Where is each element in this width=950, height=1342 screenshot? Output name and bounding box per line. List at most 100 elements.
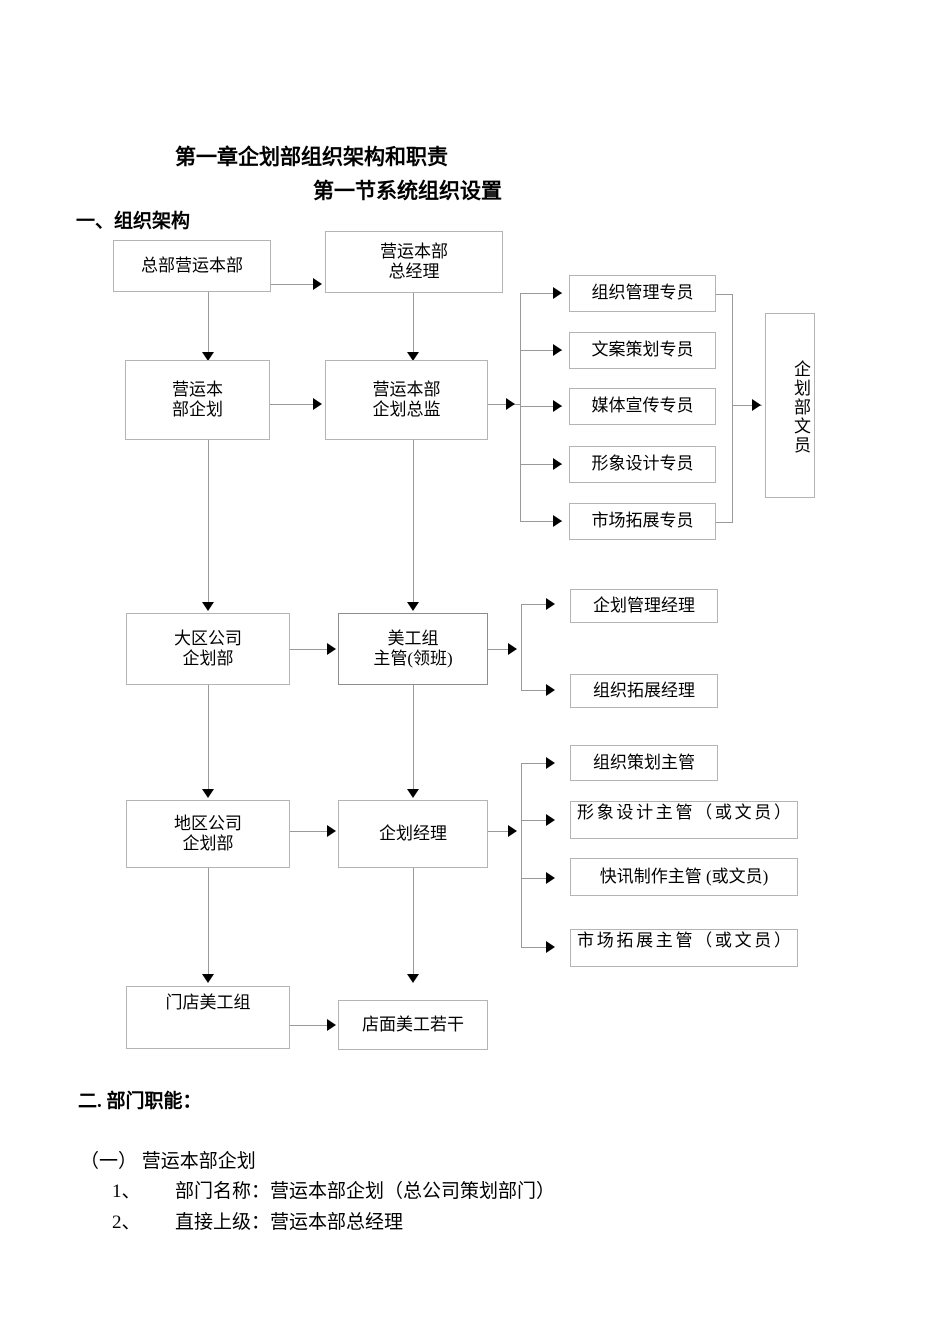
arrow-head-icon	[546, 684, 555, 696]
org-box-specialist-3: 形象设计专员	[569, 446, 716, 483]
org-box-label: 店面美工若干	[362, 1014, 464, 1034]
connector-line	[290, 831, 328, 832]
arrow-head-icon	[508, 643, 517, 655]
duty-item-text-0: 部门名称：营运本部企划（总公司策划部门）	[175, 1181, 556, 1202]
duties-group-label: （一） 营运本部企划	[80, 1151, 256, 1172]
org-box-operations-planning: 营运本 部企划	[125, 360, 270, 440]
connector-line	[521, 763, 553, 764]
connector-line	[413, 440, 414, 608]
arrow-head-icon	[327, 1019, 336, 1031]
org-box-label: 企划经理	[379, 823, 447, 843]
connector-trunk	[521, 763, 522, 947]
arrow-head-icon	[202, 789, 214, 798]
org-box-store-artists: 店面美工若干	[338, 1000, 488, 1050]
connector-line	[521, 878, 553, 879]
arrow-head-icon	[752, 399, 761, 411]
connector-line	[732, 405, 762, 406]
arrow-head-icon	[407, 789, 419, 798]
org-box-specialist-0: 组织管理专员	[569, 275, 716, 312]
arrow-head-icon	[553, 515, 562, 527]
connector-line	[521, 690, 553, 691]
org-box-tier4-report-1: 形象设计主管（或文员）	[570, 801, 798, 839]
org-box-specialist-1: 文案策划专员	[569, 332, 716, 369]
org-box-tier4-report-2: 快讯制作主管 (或文员)	[570, 858, 798, 896]
org-box-label: 文案策划专员	[591, 340, 694, 360]
arrow-head-icon	[553, 400, 562, 412]
arrow-head-icon	[407, 974, 419, 983]
connector-line	[413, 293, 414, 358]
arrow-head-icon	[553, 458, 562, 470]
org-box-label: 组织拓展经理	[593, 680, 695, 700]
connector-line	[520, 350, 562, 351]
org-box-label: 企划管理经理	[593, 595, 695, 615]
org-box-label: 营运本 部企划	[172, 379, 223, 419]
connector-line	[290, 649, 328, 650]
org-box-label: 美工组 主管(领班)	[373, 628, 453, 668]
arrow-head-icon	[407, 602, 419, 611]
arrow-head-icon	[508, 825, 517, 837]
connector-line	[413, 685, 414, 795]
connector-line	[520, 406, 562, 407]
org-box-tier3-report-0: 企划管理经理	[570, 589, 718, 623]
org-box-regional-planning-dept: 大区公司 企划部	[126, 613, 290, 685]
org-box-label: 大区公司 企划部	[174, 628, 242, 668]
org-box-label: 市场拓展专员	[591, 511, 694, 531]
org-box-planning-manager: 企划经理	[338, 800, 488, 868]
arrow-head-icon	[327, 643, 336, 655]
org-box-label: 总部营运本部	[141, 255, 243, 275]
org-box-planning-director: 营运本部 企划总监	[325, 360, 488, 440]
connector-trunk	[732, 294, 733, 522]
arrow-head-icon	[202, 602, 214, 611]
connector-line	[521, 820, 553, 821]
org-box-specialist-4: 市场拓展专员	[569, 503, 716, 540]
document-title-line-2: 第一节系统组织设置	[313, 179, 502, 203]
arrow-head-icon	[202, 352, 214, 361]
org-box-tier4-report-0: 组织策划主管	[570, 745, 718, 781]
connector-trunk	[521, 604, 522, 690]
connector-line	[716, 522, 733, 523]
connector-line	[488, 649, 516, 650]
org-box-label: 地区公司 企划部	[174, 813, 242, 853]
org-box-hq-operations: 总部营运本部	[113, 240, 271, 292]
duty-item-text-1: 直接上级：营运本部总经理	[175, 1212, 404, 1233]
org-box-specialist-2: 媒体宣传专员	[569, 388, 716, 425]
arrow-head-icon	[546, 814, 555, 826]
connector-line	[271, 284, 314, 285]
org-box-store-art-group: 门店美工组	[126, 986, 290, 1049]
org-box-label: 媒体宣传专员	[591, 396, 694, 416]
org-box-label: 形象设计主管（或文员）	[577, 803, 791, 822]
org-box-label: 快讯制作主管 (或文员)	[599, 866, 769, 886]
connector-line	[520, 521, 562, 522]
org-box-planning-clerk: 企划部文员	[765, 313, 815, 498]
arrow-head-icon	[553, 287, 562, 299]
arrow-head-icon	[546, 872, 555, 884]
org-box-label: 组织管理专员	[591, 283, 694, 303]
connector-line	[208, 292, 209, 358]
connector-line	[520, 293, 562, 294]
connector-line	[290, 1025, 328, 1026]
connector-line	[521, 604, 553, 605]
duty-item-number-1: 2、	[112, 1212, 141, 1233]
duty-item-number-0: 1、	[112, 1181, 141, 1202]
arrow-head-icon	[546, 757, 555, 769]
connector-line	[208, 685, 209, 795]
org-box-label: 营运本部 总经理	[380, 241, 448, 281]
connector-line	[488, 831, 516, 832]
connector-line	[488, 404, 520, 405]
org-box-label: 营运本部 企划总监	[372, 379, 441, 419]
arrow-head-icon	[546, 941, 555, 953]
org-box-label: 形象设计专员	[591, 454, 694, 474]
org-box-tier3-report-1: 组织拓展经理	[570, 674, 718, 708]
arrow-head-icon	[553, 344, 562, 356]
connector-line	[520, 464, 562, 465]
connector-line	[716, 294, 733, 295]
connector-line	[208, 868, 209, 980]
org-box-art-group-supervisor: 美工组 主管(领班)	[338, 613, 488, 685]
org-box-operations-gm: 营运本部 总经理	[325, 231, 503, 293]
arrow-head-icon	[506, 398, 515, 410]
connector-line	[208, 440, 209, 608]
org-box-label: 门店美工组	[165, 993, 251, 1012]
org-box-label: 企划部文员	[791, 360, 810, 455]
arrow-head-icon	[327, 825, 336, 837]
